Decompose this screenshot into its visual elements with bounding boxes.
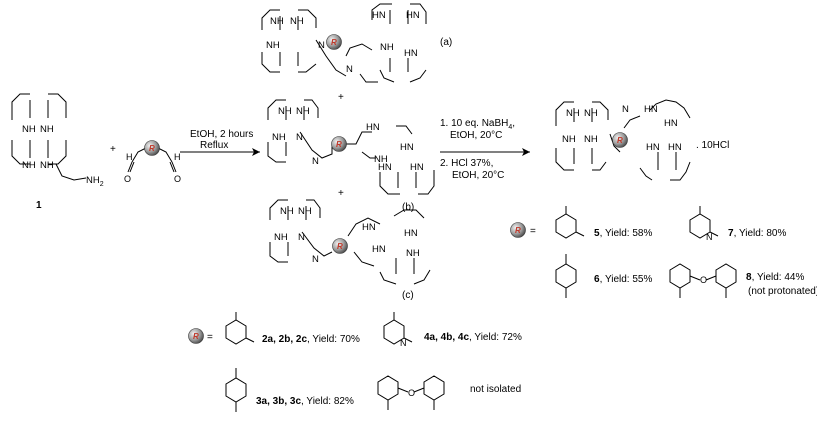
yield-3: 3a, 3b, 3c, Yield: 82% [256, 396, 354, 407]
hn-label: HN [404, 228, 418, 239]
step1-conditions-line2: Reflux [200, 140, 228, 151]
hn-label: HN [404, 48, 418, 59]
yield-6: 6, Yield: 55% [594, 274, 652, 285]
nh-label: NH [296, 106, 310, 117]
hn-label: HN [668, 142, 682, 153]
r-letter: R [331, 38, 337, 47]
isomer-b-label: (b) [402, 202, 414, 213]
plus-sign: + [110, 144, 116, 155]
hn-label: HN [372, 244, 386, 255]
reaction-arrow-1: EtOH, 2 hours Reflux [180, 129, 260, 156]
isomer-a-structure: NH NH NH N N HN HN NH HN R (a) [261, 3, 452, 83]
nh-label: NH [380, 42, 394, 53]
isomer-b-structure: NH NH NH N N HN NH HN HN HN R (b) [267, 99, 435, 213]
h-label: H [126, 152, 133, 162]
n-label: N [346, 64, 353, 75]
r-letter: R [515, 226, 521, 235]
nh-label: NH [278, 106, 292, 117]
n-label: N [312, 254, 319, 265]
plus-sign: + [338, 92, 344, 103]
n-label: N [296, 132, 303, 143]
r-letter: R [337, 242, 343, 251]
nh-label: NH [274, 232, 288, 243]
nh-label: NH [272, 132, 286, 143]
yield-2: 2a, 2b, 2c, Yield: 70% [262, 334, 360, 345]
dialdehyde-structure: R O O H H [124, 140, 181, 184]
step1-conditions-line1: EtOH, 2 hours [190, 129, 253, 140]
yield-8: 8, Yield: 44% [746, 272, 804, 283]
yield-4: 4a, 4b, 4c, Yield: 72% [424, 332, 522, 343]
isomer-a-label: (a) [440, 37, 452, 48]
reaction-arrow-2: 1. 10 eq. NaBH4, EtOH, 20°C 2. HCl 37%, … [440, 118, 530, 181]
compound-1-label: 1 [36, 200, 42, 211]
nh-label: NH [374, 154, 388, 165]
yield-7: 7, Yield: 80% [728, 228, 786, 239]
oxygen-label: O [174, 174, 181, 184]
nh-label: NH [22, 160, 36, 171]
not-protonated-note: (not protonated) [748, 286, 817, 297]
nh-label: NH [290, 16, 304, 27]
hn-label: HN [644, 104, 658, 115]
hn-label: HN [646, 142, 660, 153]
yield-5: 5, Yield: 58% [594, 228, 652, 239]
nh-label: NH [270, 16, 284, 27]
nh-label: NH [406, 248, 420, 259]
hn-label: HN [366, 122, 380, 133]
n-label: N [298, 232, 305, 243]
nh-label: NH [562, 134, 576, 145]
r-group-legend-left: R = 2a, 2b, 2c, Yield: 70% N 4a, 4b, 4c,… [188, 312, 522, 412]
r-letter: R [336, 140, 342, 149]
nh-label: NH [584, 134, 598, 145]
nh-label: NH [584, 108, 598, 119]
oxygen-label: O [700, 275, 707, 285]
isomer-c-label: (c) [402, 290, 414, 301]
nh-label: NH [22, 124, 36, 135]
h-label: H [174, 152, 181, 162]
hn-label: HN [406, 10, 420, 21]
r-letter: R [149, 144, 155, 153]
isomer-c-structure: NH NH NH N N HN HN HN NH R (c) [269, 199, 431, 301]
hn-label: HN [378, 162, 392, 173]
step2-line4: EtOH, 20°C [452, 170, 504, 181]
r-letter: R [617, 136, 623, 145]
nh-label: NH [40, 160, 54, 171]
hn-label: HN [372, 10, 386, 21]
step2-line1: 1. 10 eq. NaBH4, [440, 118, 515, 131]
oxygen-label: O [124, 174, 131, 184]
nh-label: NH [40, 124, 54, 135]
nh-label: NH [280, 206, 294, 217]
nh-label: NH [298, 206, 312, 217]
n-label: N [400, 338, 407, 348]
equals-sign: = [530, 226, 536, 237]
hcl-salt-label: . 10HCl [696, 140, 729, 151]
equals-sign: = [207, 332, 213, 343]
n-label: N [622, 104, 629, 115]
n-label: N [706, 232, 713, 242]
final-product-structure: NH NH NH NH N HN HN HN HN R . 10HCl [555, 99, 729, 181]
not-isolated-note: not isolated [470, 384, 521, 395]
step2-line2: EtOH, 20°C [450, 130, 502, 141]
nh-label: NH [566, 108, 580, 119]
oxygen-label: O [408, 388, 415, 398]
hn-label: HN [664, 118, 678, 129]
step2-line3: 2. HCl 37%, [440, 158, 493, 169]
nh-label: NH [266, 40, 280, 51]
hn-label: HN [362, 222, 376, 233]
amine-label: NH2 [86, 175, 104, 188]
r-letter: R [193, 332, 199, 341]
plus-sign: + [338, 188, 344, 199]
hn-label: HN [410, 162, 424, 173]
r-group-legend-right: R = 5, Yield: 58% N 7, Yield: 80% 6, Yie… [510, 206, 817, 298]
compound-1-structure: NH NH NH NH NH2 1 [11, 93, 104, 211]
hn-label: HN [400, 142, 414, 153]
n-label: N [318, 40, 325, 51]
n-label: N [312, 156, 319, 167]
